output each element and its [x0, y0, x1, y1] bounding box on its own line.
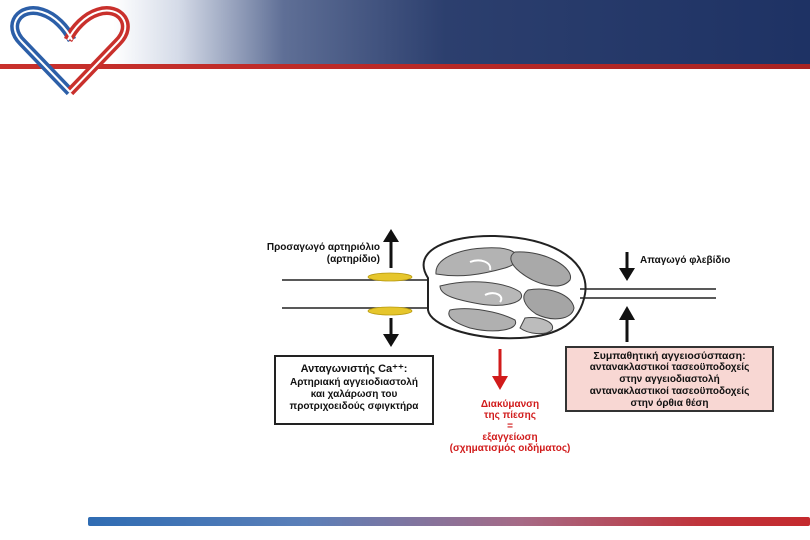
calcium-box-line: προτριχοειδούς σφιγκτήρα	[289, 401, 419, 412]
sympathetic-box-line: αντανακλαστικοί τασεοϋποδοχείς	[589, 362, 750, 373]
sphincter-lower	[367, 306, 413, 316]
pressure-line: (σχηματισμός οιδήματος)	[449, 443, 571, 454]
sympathetic-box-title: Συμπαθητική αγγειοσύσπαση:	[593, 350, 746, 362]
calcium-antagonist-box: Ανταγωνιστής Ca⁺⁺: Αρτηριακή αγγειοδιαστ…	[274, 355, 434, 425]
afferent-label-line1: Προσαγωγό αρτηριόλιο	[266, 242, 380, 253]
header-red-stripe	[0, 64, 810, 69]
arrow-down-red	[492, 349, 508, 390]
pressure-line: Διακύμανση	[480, 399, 540, 410]
pressure-variation-text: Διακύμανση της πίεσης = εξαγγείωση (σχημ…	[420, 399, 600, 454]
calcium-box-line: Αρτηριακή αγγειοδιαστολή	[290, 377, 418, 388]
interlocked-heart-logo	[10, 6, 130, 96]
calcium-box-line: και χαλάρωση του	[310, 389, 398, 400]
sympathetic-box-line: στην αγγειοδιαστολή	[619, 374, 720, 385]
calcium-box-title: Ανταγωνιστής Ca⁺⁺:	[300, 363, 408, 375]
footer-gradient-bar	[88, 517, 810, 526]
sympathetic-box-line: αντανακλαστικοί τασεοϋποδοχείς	[589, 386, 750, 397]
sympathetic-box-line: στην όρθια θέση	[630, 398, 709, 409]
sphincter-upper	[367, 272, 413, 282]
afferent-label-line2: (αρτηρίδιο)	[326, 254, 380, 265]
efferent-label: Απαγωγό φλεβίδιο	[640, 255, 731, 266]
pressure-line: =	[507, 421, 513, 432]
arrow-down-efferent	[619, 252, 635, 281]
arrow-up-afferent	[383, 229, 399, 268]
pressure-line: της πίεσης	[484, 410, 536, 421]
arrow-down-afferent	[383, 318, 399, 347]
arrow-up-efferent	[619, 306, 635, 342]
efferent-venule	[580, 288, 716, 299]
pressure-line: εξαγγείωση	[482, 432, 538, 443]
glomerulus	[422, 234, 587, 340]
afferent-label: Προσαγωγό αρτηριόλιο (αρτηρίδιο)	[220, 242, 380, 266]
afferent-arteriole	[282, 272, 428, 316]
sympathetic-box: Συμπαθητική αγγειοσύσπαση: αντανακλαστικ…	[565, 346, 774, 412]
header-band	[0, 0, 810, 64]
